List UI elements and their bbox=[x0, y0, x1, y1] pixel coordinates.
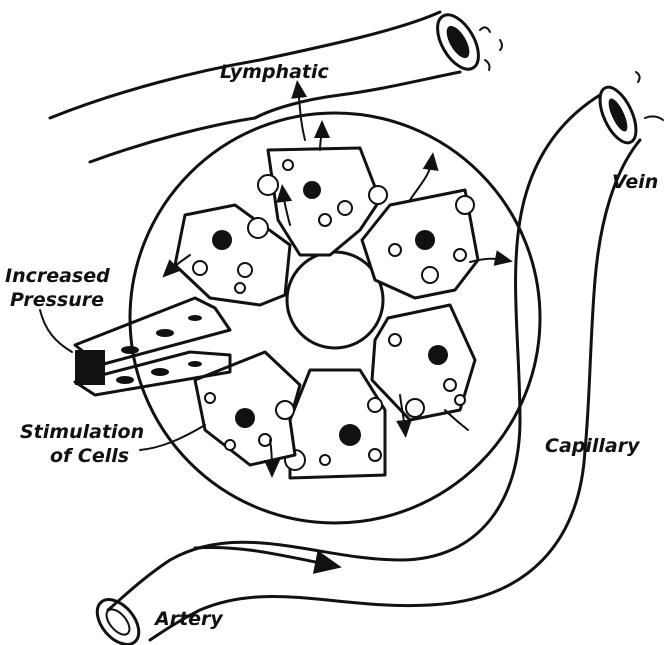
pressure-leader-line bbox=[40, 310, 72, 352]
lymphatic-label: Lymphatic bbox=[220, 61, 329, 83]
increased-pressure-label-1: Increased bbox=[5, 265, 110, 287]
stimulation-label-2: of Cells bbox=[50, 445, 129, 467]
stimulation-leader-line bbox=[140, 425, 205, 450]
capillary-label: Capillary bbox=[545, 435, 641, 457]
stimulation-label-1: Stimulation bbox=[20, 421, 144, 443]
vein-label: Vein bbox=[612, 171, 658, 193]
vein bbox=[516, 72, 663, 450]
lumen bbox=[287, 252, 383, 348]
artery-label: Artery bbox=[153, 608, 224, 630]
increased-pressure-label-2: Pressure bbox=[10, 289, 104, 311]
